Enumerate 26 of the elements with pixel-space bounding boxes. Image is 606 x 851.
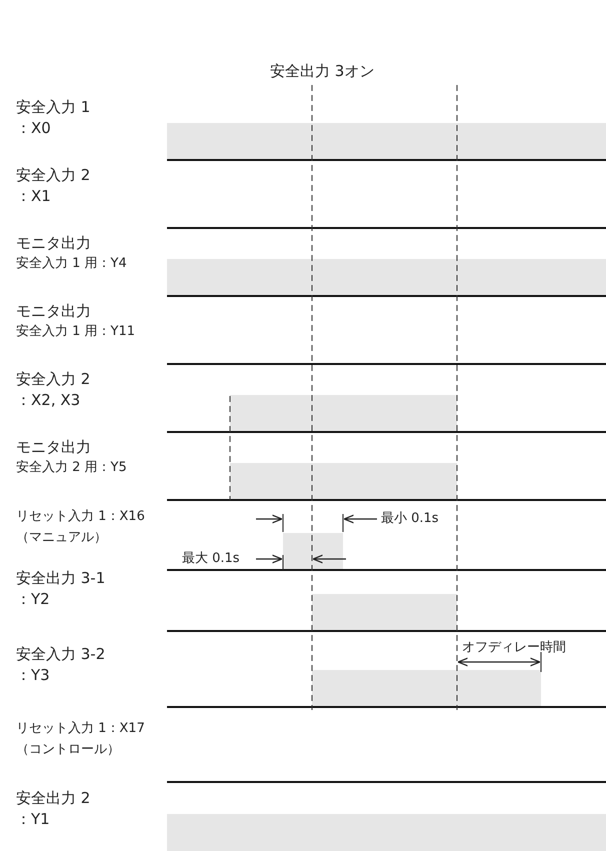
- signal-label: モニタ出力: [16, 438, 91, 456]
- signal-label: リセット入力 1：X16: [16, 508, 145, 526]
- signal-label: 安全出力 2: [16, 789, 90, 807]
- signal-label: （コントロール）: [16, 741, 120, 759]
- signal-label: ：Y1: [16, 810, 50, 828]
- signal-label: （マニュアル）: [16, 529, 107, 547]
- signal-label: ：X0: [16, 119, 51, 137]
- timing-note: 安全出力 3オン: [270, 62, 374, 80]
- signal-label: 安全出力 3-1: [16, 569, 106, 587]
- signal-label: ：Y3: [16, 666, 50, 684]
- dimension-label: 最大 0.1s: [182, 550, 240, 568]
- signal-label: 安全入力 1 用：Y4: [16, 255, 127, 273]
- signal-label: リセット入力 1：X17: [16, 720, 145, 738]
- signal-label: 安全入力 1: [16, 98, 90, 116]
- signal-label: ：X2, X3: [16, 391, 80, 409]
- dimension-label: 最小 0.1s: [381, 510, 439, 528]
- dimension-label: オフディレー時間: [462, 639, 566, 657]
- signal-label: ：Y2: [16, 590, 50, 608]
- signal-label: モニタ出力: [16, 302, 91, 320]
- signal-label: ：X1: [16, 187, 51, 205]
- signal-label: 安全入力 1 用：Y11: [16, 323, 136, 341]
- signal-label: 安全入力 2 用：Y5: [16, 459, 127, 477]
- signal-label: 安全入力 3-2: [16, 645, 106, 663]
- signal-label: 安全入力 2: [16, 166, 90, 184]
- signal-label: モニタ出力: [16, 234, 91, 252]
- signal-label: 安全入力 2: [16, 370, 90, 388]
